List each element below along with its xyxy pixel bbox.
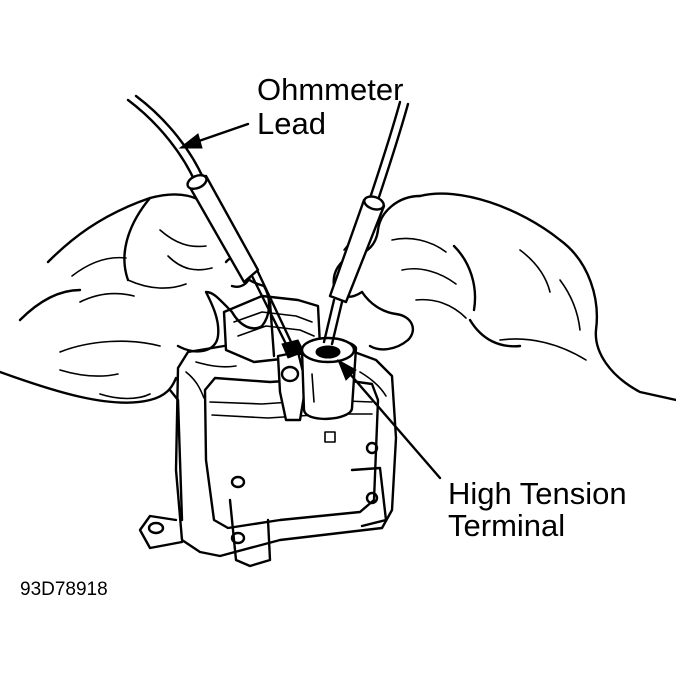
figure-id: 93D78918 bbox=[20, 579, 108, 600]
ohmmeter-lead-arrow bbox=[178, 122, 250, 149]
primary-terminal bbox=[276, 339, 308, 422]
right-ohmmeter-lead bbox=[322, 100, 410, 346]
ignition-coil bbox=[138, 343, 398, 568]
ohmmeter-lead-label-line-2: Lead bbox=[257, 106, 326, 141]
high-tension-terminal-label-line-1: High Tension bbox=[448, 476, 627, 511]
high-tension-terminal-arrow bbox=[337, 358, 442, 480]
ohmmeter-lead-label-line-1: Ohmmeter bbox=[257, 72, 404, 107]
high-tension-terminal-tower bbox=[300, 336, 358, 421]
high-tension-terminal-label-line-2: Terminal bbox=[448, 508, 566, 543]
left-ohmmeter-lead bbox=[126, 94, 294, 350]
